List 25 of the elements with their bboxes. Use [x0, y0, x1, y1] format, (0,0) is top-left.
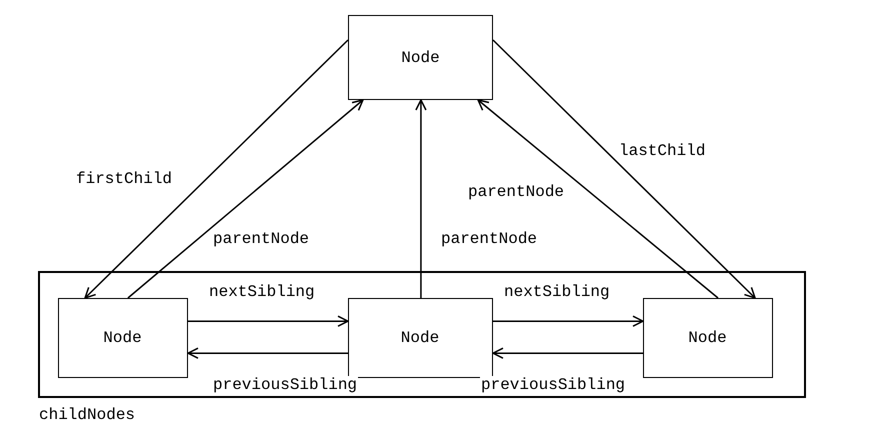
arrow	[127, 99, 364, 299]
arrow	[492, 347, 643, 359]
edge-label: parentNode	[467, 183, 566, 201]
edge-label: previousSibling	[480, 376, 626, 394]
edge-label: previousSibling	[212, 376, 358, 394]
edge-label: nextSibling	[208, 283, 316, 301]
node-box	[58, 298, 188, 378]
arrow	[415, 99, 427, 298]
arrow	[492, 39, 756, 299]
arrow	[84, 39, 349, 299]
node-box	[348, 298, 492, 378]
arrow	[187, 347, 348, 359]
arrow	[493, 315, 644, 327]
arrow	[188, 315, 349, 327]
node-label: Node	[400, 328, 440, 346]
group-box	[38, 271, 806, 398]
arrow	[477, 99, 718, 299]
edge-label: parentNode	[440, 230, 538, 248]
node-box	[348, 15, 493, 100]
node-label: Node	[401, 48, 440, 66]
edge-label: nextSibling	[503, 283, 611, 301]
edge-label: parentNode	[212, 230, 310, 248]
node-label: Node	[688, 328, 727, 346]
node-box	[642, 298, 772, 378]
node-label: Node	[103, 328, 142, 346]
